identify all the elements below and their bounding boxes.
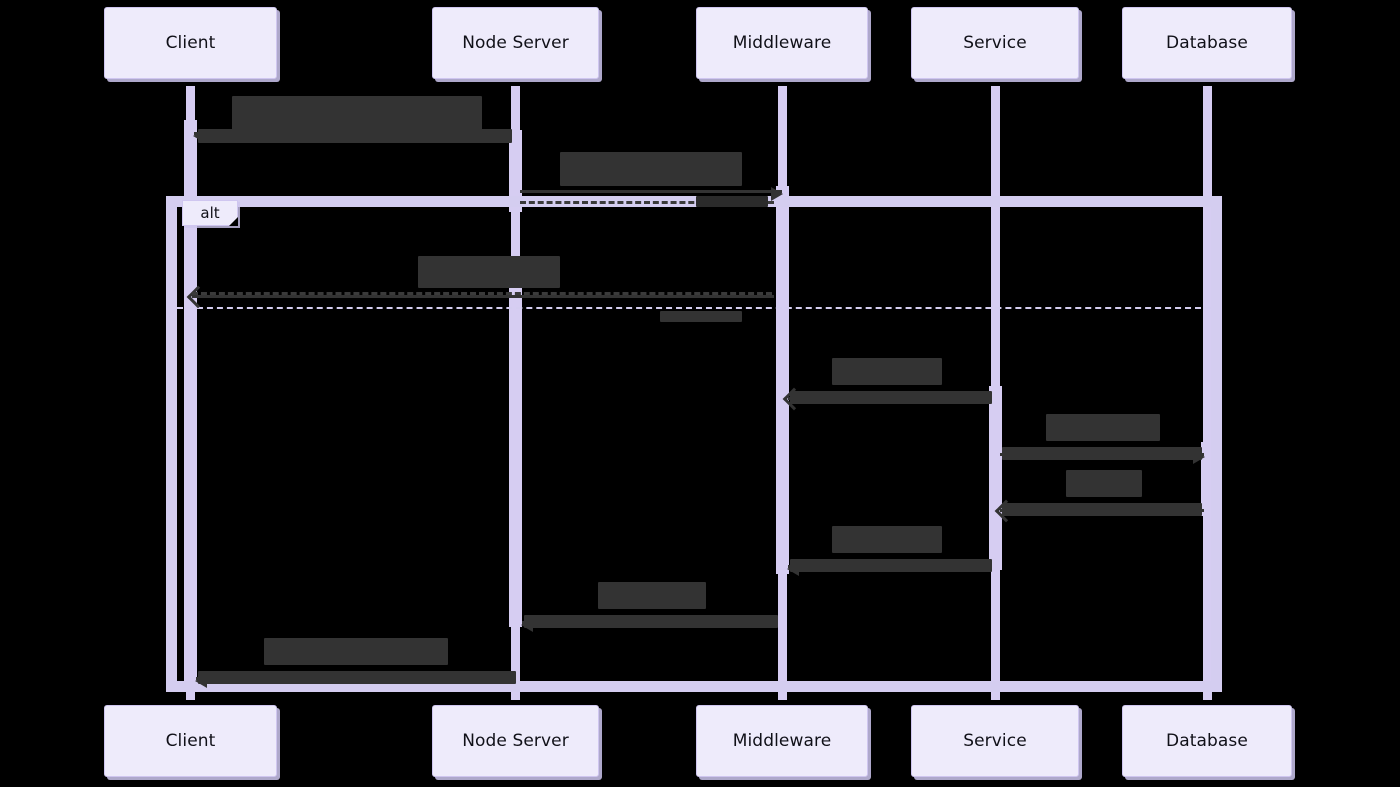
alt-frame-left: [166, 196, 177, 692]
message-underline-m6: [790, 391, 992, 404]
message-underline-m1: [198, 129, 512, 143]
message-underline-m7: [1002, 447, 1202, 460]
participant-label-node-server: Node Server: [462, 33, 569, 53]
activation-client: [184, 120, 197, 682]
participant-top-client[interactable]: Client: [104, 7, 277, 79]
message-m2: [520, 187, 783, 201]
message-label-m2: [560, 152, 742, 186]
activation-node-2: [509, 282, 522, 627]
message-underline-m8: [1002, 503, 1202, 516]
participant-bottom-database[interactable]: Database: [1122, 705, 1292, 777]
message-label-m10: [598, 582, 706, 609]
participant-label-database: Database: [1166, 33, 1248, 53]
arrow-head-right-icon: [771, 187, 783, 201]
activation-middleware: [776, 186, 789, 574]
message-label-m6: [832, 358, 942, 385]
message-label-m8: [1066, 470, 1142, 497]
participant-label-service-bottom: Service: [963, 731, 1027, 751]
participant-label-client: Client: [165, 33, 216, 53]
participant-top-service[interactable]: Service: [911, 7, 1079, 79]
participant-bottom-node-server[interactable]: Node Server: [432, 705, 599, 777]
message-underline-m10: [524, 615, 778, 628]
alt-frame-divider: [177, 307, 1211, 309]
participant-label-service: Service: [963, 33, 1027, 53]
lifeline-database: [1203, 86, 1212, 700]
message-underline-m11: [198, 671, 516, 684]
message-m5: [192, 292, 772, 295]
alt-fragment-label: alt: [182, 200, 238, 226]
participant-bottom-service[interactable]: Service: [911, 705, 1079, 777]
message-label-m1: [232, 96, 482, 130]
activation-service: [989, 386, 1002, 570]
message-label-m3: [696, 196, 768, 207]
message-underline-m9: [790, 559, 992, 572]
message-label-m9: [832, 526, 942, 553]
participant-top-node-server[interactable]: Node Server: [432, 7, 599, 79]
participant-label-node-server-bottom: Node Server: [462, 731, 569, 751]
participant-label-middleware-bottom: Middleware: [732, 731, 832, 751]
participant-label-database-bottom: Database: [1166, 731, 1248, 751]
message-label-m7: [1046, 414, 1160, 441]
message-label-m11: [264, 638, 448, 665]
message-m3: [520, 201, 774, 204]
participant-top-database[interactable]: Database: [1122, 7, 1292, 79]
alt-else-condition-redaction: [660, 311, 742, 322]
alt-fragment-label-text: alt: [200, 204, 220, 222]
message-m4: [186, 285, 774, 309]
activation-node-1: [509, 130, 522, 212]
participant-label-middleware: Middleware: [732, 33, 832, 53]
participant-top-middleware[interactable]: Middleware: [696, 7, 868, 79]
alt-frame-right: [1211, 196, 1222, 692]
participant-bottom-client[interactable]: Client: [104, 705, 277, 777]
participant-bottom-middleware[interactable]: Middleware: [696, 705, 868, 777]
message-label-m4: [418, 256, 560, 288]
participant-label-client-bottom: Client: [165, 731, 216, 751]
alt-frame-bottom: [166, 681, 1222, 692]
